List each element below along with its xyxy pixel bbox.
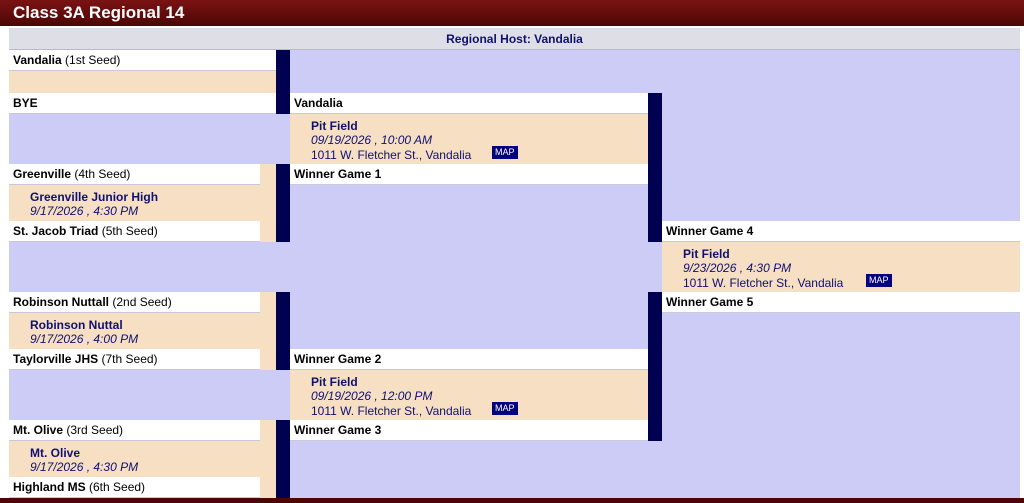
team-seed: (4th Seed) — [74, 167, 131, 181]
bracket-connector — [276, 50, 290, 114]
team-name: Highland MS — [13, 480, 86, 494]
game-location[interactable]: Pit Field — [683, 247, 730, 261]
team-name: Taylorville JHS — [13, 352, 99, 366]
team-name: Winner Game 4 — [666, 224, 754, 238]
game-2-info: Robinson Nuttal 9/17/2026 , 4:00 PM — [9, 313, 276, 349]
team-seed: (2nd Seed) — [112, 295, 172, 309]
team-seed: (1st Seed) — [65, 53, 121, 67]
team-seed: (6th Seed) — [89, 480, 146, 494]
final-game-info: Pit Field 9/23/2026 , 4:30 PM 1011 W. Fl… — [662, 242, 1020, 292]
game-datetime: 09/19/2026 , 10:00 AM — [311, 133, 432, 147]
team-seed: (7th Seed) — [101, 352, 158, 366]
team-slot[interactable]: Winner Game 2 — [290, 349, 648, 370]
game-address: 1011 W. Fletcher St., Vandalia — [683, 276, 844, 290]
team-slot[interactable]: Winner Game 4 — [662, 221, 1020, 242]
team-slot[interactable]: Highland MS (6th Seed) — [9, 477, 260, 498]
connector-gap — [260, 164, 276, 185]
team-name: BYE — [13, 96, 38, 110]
game-datetime: 9/17/2026 , 4:30 PM — [30, 204, 139, 218]
team-slot[interactable]: Mt. Olive (3rd Seed) — [9, 420, 260, 441]
game-datetime: 9/17/2026 , 4:30 PM — [30, 460, 139, 474]
team-slot[interactable]: BYE — [9, 93, 276, 114]
team-name: Winner Game 5 — [666, 295, 754, 309]
team-slot[interactable]: Greenville (4th Seed) — [9, 164, 260, 185]
game-location[interactable]: Robinson Nuttal — [30, 318, 123, 332]
team-seed: (5th Seed) — [101, 224, 158, 238]
bye-spacer — [9, 71, 276, 93]
team-slot[interactable]: Robinson Nuttall (2nd Seed) — [9, 292, 260, 313]
team-name: Vandalia — [13, 53, 62, 67]
game-location[interactable]: Mt. Olive — [30, 446, 81, 460]
team-seed: (3rd Seed) — [66, 423, 124, 437]
team-name: Winner Game 3 — [294, 423, 382, 437]
connector-gap — [260, 349, 276, 370]
team-name: Vandalia — [294, 96, 343, 110]
page-title: Class 3A Regional 14 — [13, 3, 185, 22]
team-slot[interactable]: Winner Game 1 — [290, 164, 648, 185]
map-button[interactable]: MAP — [866, 274, 892, 287]
team-slot[interactable]: Taylorville JHS (7th Seed) — [9, 349, 260, 370]
game-3-info: Mt. Olive 9/17/2026 , 4:30 PM — [9, 441, 276, 477]
game-datetime: 9/17/2026 , 4:00 PM — [30, 332, 139, 346]
game-1-info: Greenville Junior High 9/17/2026 , 4:30 … — [9, 185, 276, 221]
game-datetime: 09/19/2026 , 12:00 PM — [311, 389, 433, 403]
bracket-connector — [648, 292, 662, 441]
team-name: Mt. Olive — [13, 423, 64, 437]
team-slot[interactable]: Winner Game 3 — [290, 420, 648, 441]
game-address: 1011 W. Fletcher St., Vandalia — [311, 404, 472, 418]
team-name: Greenville — [13, 167, 72, 181]
team-slot[interactable]: Vandalia (1st Seed) — [9, 50, 276, 71]
team-name: St. Jacob Triad — [13, 224, 99, 238]
bracket-connector — [276, 420, 290, 498]
game-datetime: 9/23/2026 , 4:30 PM — [683, 261, 792, 275]
bracket-connector — [276, 164, 290, 242]
team-name: Winner Game 1 — [294, 167, 382, 181]
map-button[interactable]: MAP — [492, 146, 518, 159]
game-4-info: Pit Field 09/19/2026 , 10:00 AM 1011 W. … — [290, 114, 648, 164]
connector-gap — [260, 221, 276, 242]
connector-gap — [260, 477, 276, 498]
game-location[interactable]: Pit Field — [311, 375, 358, 389]
title-bar: Class 3A Regional 14 — [0, 0, 1024, 26]
team-name: Winner Game 2 — [294, 352, 382, 366]
connector-gap — [260, 420, 276, 441]
team-name: Robinson Nuttall — [13, 295, 109, 309]
bracket-connector — [276, 292, 290, 370]
bottom-bar — [0, 498, 1024, 503]
game-location[interactable]: Greenville Junior High — [30, 190, 159, 204]
regional-host-bar: Regional Host: Vandalia — [9, 28, 1020, 50]
connector-gap — [260, 292, 276, 313]
team-slot[interactable]: Winner Game 5 — [662, 292, 1020, 313]
bracket-connector — [648, 93, 662, 242]
game-location[interactable]: Pit Field — [311, 119, 358, 133]
team-slot[interactable]: St. Jacob Triad (5th Seed) — [9, 221, 260, 242]
map-button[interactable]: MAP — [492, 402, 518, 415]
team-slot[interactable]: Vandalia — [290, 93, 648, 114]
game-address: 1011 W. Fletcher St., Vandalia — [311, 148, 472, 162]
game-5-info: Pit Field 09/19/2026 , 12:00 PM 1011 W. … — [290, 370, 648, 420]
